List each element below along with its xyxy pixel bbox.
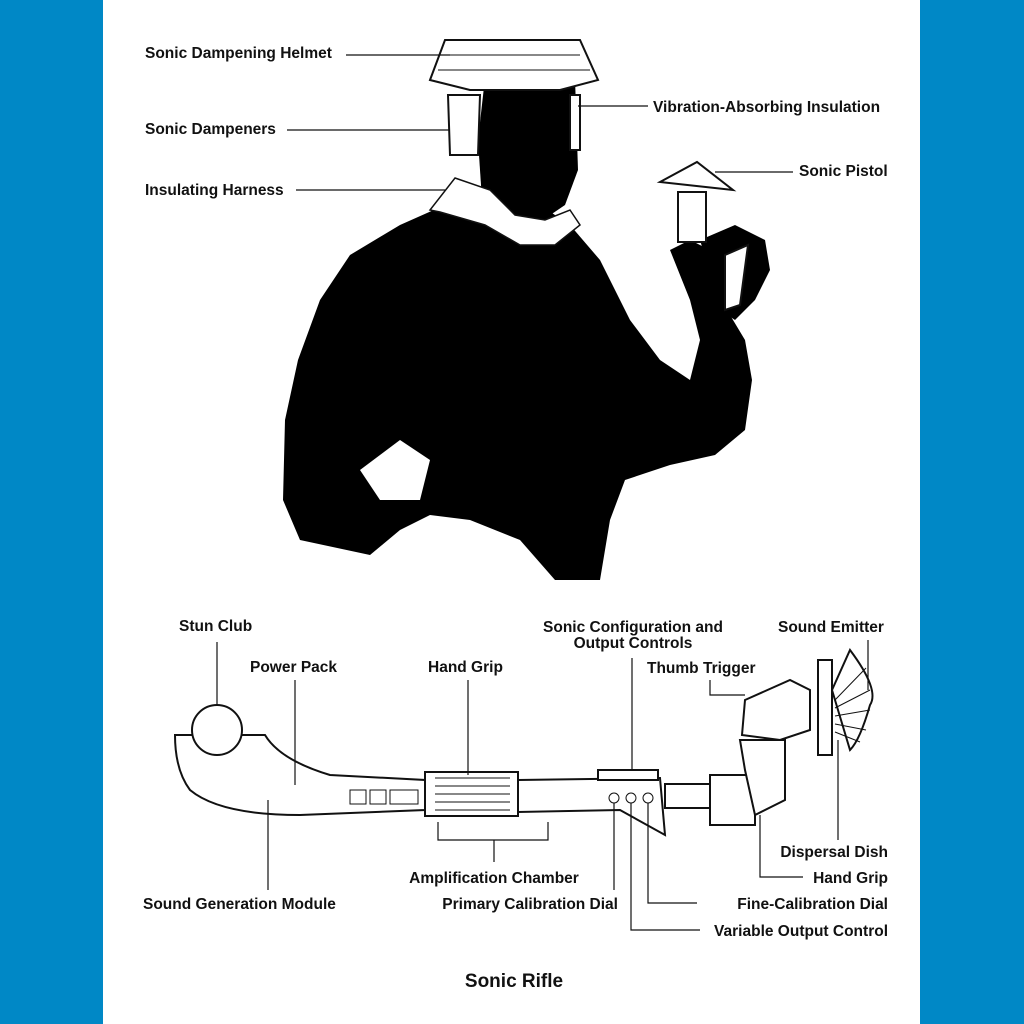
label-variable-output: Variable Output Control (714, 923, 888, 940)
label-amplification: Amplification Chamber (409, 870, 579, 887)
label-helmet: Sonic Dampening Helmet (145, 45, 332, 62)
label-stun-club: Stun Club (179, 618, 252, 635)
label-dispersal-dish: Dispersal Dish (780, 844, 888, 861)
label-dampeners: Sonic Dampeners (145, 121, 276, 138)
label-sound-emitter: Sound Emitter (778, 619, 884, 636)
label-fine-dial: Fine-Calibration Dial (737, 896, 888, 913)
figure-silhouette (283, 78, 770, 580)
label-config-1: Sonic Configuration and (543, 619, 723, 636)
label-hand-grip-main: Hand Grip (428, 659, 503, 676)
label-harness: Insulating Harness (145, 182, 284, 199)
helmet-icon (428, 39, 600, 156)
label-power-pack: Power Pack (250, 659, 337, 676)
label-insulation: Vibration-Absorbing Insulation (653, 99, 880, 116)
label-pistol: Sonic Pistol (799, 163, 888, 180)
label-primary-dial: Primary Calibration Dial (442, 896, 618, 913)
label-sound-generation: Sound Generation Module (143, 896, 336, 913)
sonic-rifle-icon (173, 648, 874, 837)
label-hand-grip-rear: Hand Grip (813, 870, 888, 887)
sonic-pistol-icon (656, 160, 750, 312)
leader-lines (216, 54, 869, 931)
label-config-2: Output Controls (574, 635, 693, 652)
label-thumb-trigger: Thumb Trigger (647, 660, 756, 677)
caption: Sonic Rifle (465, 971, 563, 992)
